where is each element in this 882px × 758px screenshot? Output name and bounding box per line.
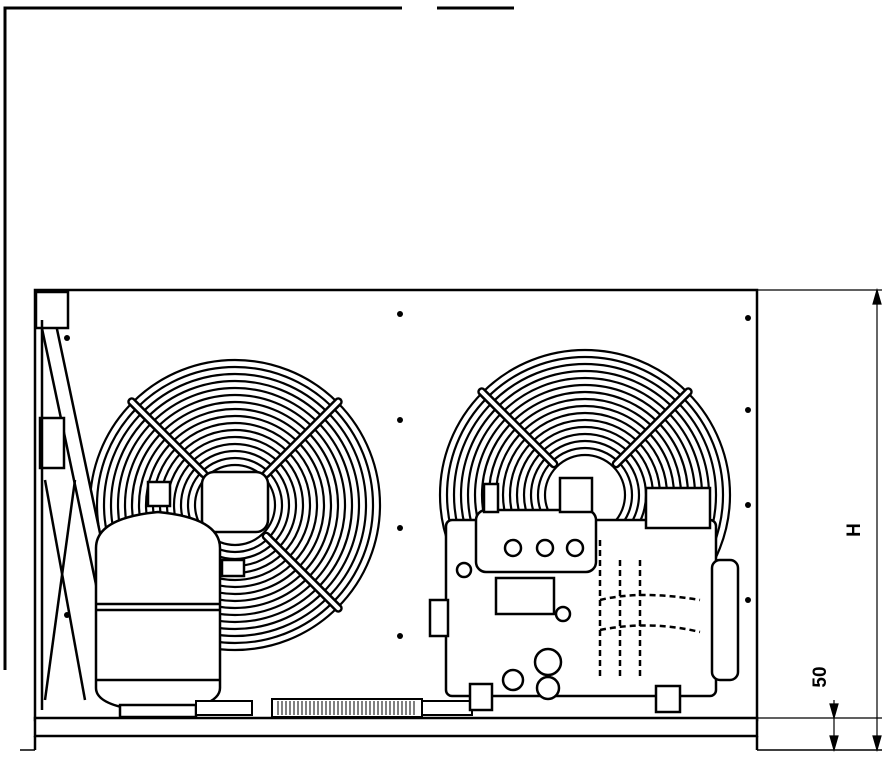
fan-ring	[95, 365, 375, 645]
fan-guard-arm-highlight	[129, 399, 206, 476]
left-fan-motor	[200, 470, 270, 534]
fan-ring	[130, 400, 340, 610]
fan-guard-arm-highlight	[264, 534, 341, 611]
base-offset-dimension-label: 50	[810, 666, 831, 687]
left-fan-grille	[88, 358, 382, 652]
fan-guard-arm-highlight	[264, 399, 341, 476]
fan-ring	[123, 393, 347, 617]
dimension-lines	[757, 287, 882, 753]
fan-guard-arm-highlight	[479, 389, 556, 466]
filter-drier-ribs	[277, 701, 415, 715]
fan-ring	[137, 407, 333, 603]
fan-ring	[109, 379, 361, 631]
fan-guard-arm-highlight	[614, 389, 691, 466]
base-frame	[20, 716, 882, 751]
fan-ring	[186, 456, 284, 554]
fan-ring	[102, 372, 368, 638]
fan-ring	[193, 463, 277, 547]
bottom-pipework	[195, 698, 473, 718]
fan-ring	[144, 414, 326, 596]
height-dimension-label: H	[844, 523, 865, 537]
fan-ring	[116, 386, 354, 624]
enclosure-outline	[3, 6, 514, 670]
compressor	[428, 476, 740, 714]
panel-screws	[64, 311, 751, 639]
liquid-receiver	[94, 480, 246, 719]
